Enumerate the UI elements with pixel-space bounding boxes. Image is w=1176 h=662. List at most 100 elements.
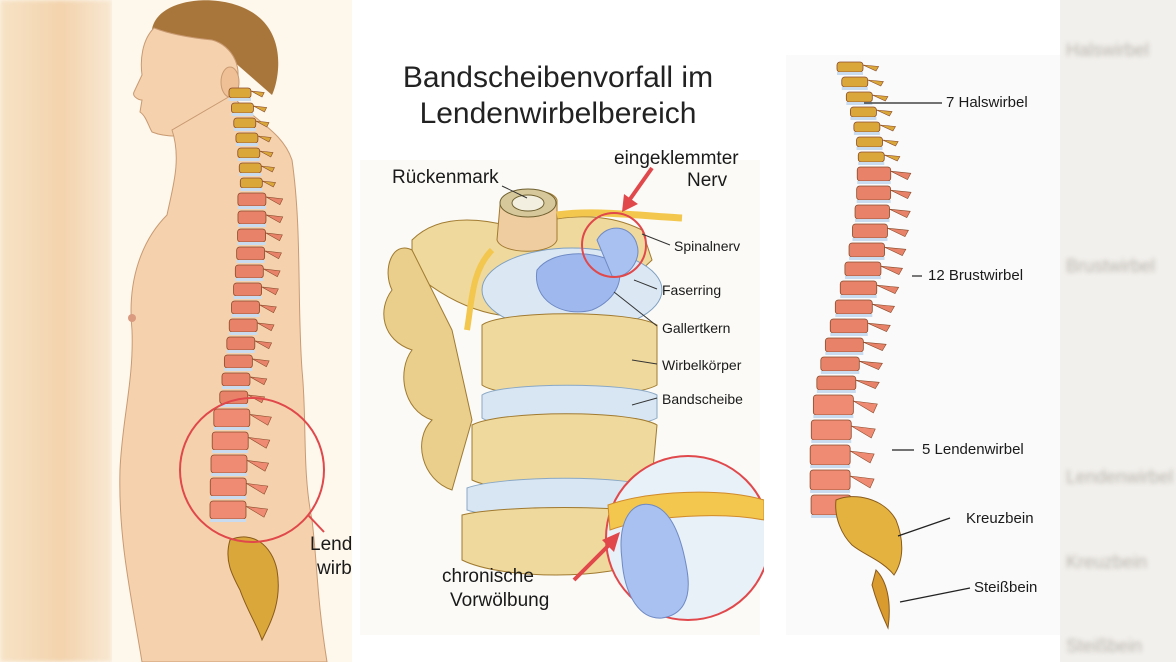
disc	[224, 368, 253, 371]
thoracic-vertebra-process	[264, 250, 282, 260]
lumbar-highlight-circle	[179, 397, 325, 543]
label-nerv: Nerv	[687, 170, 728, 191]
lumbar-vertebra	[211, 431, 249, 451]
body-profile-panel: Lenden- wirbel	[112, 0, 380, 662]
disc	[212, 450, 249, 453]
ghost-label: Lendenwirbel	[1066, 467, 1174, 487]
disc	[855, 219, 890, 222]
title-line-2: Lendenwirbelbereich	[419, 97, 697, 130]
thoracic-vertebra-process	[261, 286, 279, 296]
disc	[231, 314, 260, 317]
thoracic-vertebra-process	[880, 265, 904, 275]
disc	[853, 132, 880, 135]
disc	[210, 496, 247, 499]
cervical-vertebra-process	[884, 154, 901, 162]
thoracic-vertebra-process	[259, 304, 277, 314]
body-spine	[209, 87, 284, 522]
thoracic-vertebra	[854, 204, 890, 220]
cervical-vertebra	[237, 147, 261, 159]
lumbar-vertebra	[209, 477, 247, 497]
cervical-vertebra-process	[872, 94, 889, 102]
label-kreuzbein: Kreuzbein	[966, 510, 1034, 527]
thoracic-vertebra	[223, 354, 253, 369]
disc	[852, 238, 888, 241]
label-eingeklemmter: eingeklemmter	[614, 148, 739, 169]
lumbar-vertebra-process	[849, 475, 875, 489]
disc	[830, 333, 868, 336]
lumbar-vertebra	[809, 469, 851, 491]
disc	[841, 87, 868, 90]
thoracic-vertebra-process	[263, 268, 281, 278]
disc	[219, 404, 248, 407]
thoracic-vertebra-process	[265, 214, 284, 224]
thoracic-vertebra	[237, 210, 267, 225]
lumbar-vertebra	[210, 454, 248, 474]
ghost-label: Kreuzbein	[1066, 552, 1148, 572]
blurred-left-margin	[0, 0, 112, 662]
disc	[811, 515, 852, 518]
thoracic-vertebra	[234, 264, 264, 279]
cervical-vertebra-process	[253, 105, 268, 113]
disc	[239, 173, 262, 176]
thoracic-vertebra	[834, 299, 873, 315]
label-faserring: Faserring	[662, 282, 722, 298]
disc	[810, 465, 851, 468]
disc	[816, 390, 856, 393]
thoracic-vertebra	[852, 223, 888, 239]
cervical-vertebra	[836, 61, 864, 73]
title-line-1: Bandscheibenvorfall im	[402, 61, 714, 94]
disc	[825, 352, 864, 355]
lumbar-vertebra	[209, 500, 247, 520]
thoracic-vertebra-process	[887, 227, 909, 237]
cervical-vertebra-process	[262, 180, 276, 188]
disc	[210, 473, 247, 476]
thoracic-vertebra-process	[890, 170, 912, 180]
disc	[237, 224, 266, 227]
disc	[858, 162, 885, 165]
disc	[840, 295, 877, 298]
disc	[857, 181, 891, 184]
ghost-label: Brustwirbel	[1066, 256, 1156, 276]
thoracic-vertebra-process	[863, 341, 887, 351]
disc	[844, 276, 881, 279]
disc	[811, 440, 852, 443]
cervical-vertebra-process	[876, 109, 893, 117]
thoracic-vertebra	[236, 246, 266, 261]
thoracic-vertebra-process	[249, 376, 268, 386]
cervical-vertebra	[841, 76, 869, 88]
thoracic-vertebra-process	[254, 340, 273, 350]
thoracic-vertebra-process	[265, 232, 283, 242]
thoracic-vertebra	[237, 228, 266, 243]
disc	[820, 371, 860, 374]
disc	[221, 386, 250, 389]
disc	[237, 242, 266, 245]
disc	[835, 314, 873, 317]
label-vorwoelbung: Vorwölbung	[450, 590, 550, 611]
thoracic-vertebra-process	[889, 208, 911, 218]
cervical-vertebra	[231, 102, 254, 114]
thoracic-vertebra	[820, 356, 860, 372]
diagram-title: Bandscheibenvorfall im Lendenwirbelberei…	[352, 60, 764, 132]
disc	[813, 415, 854, 418]
cervical-vertebra-process	[259, 150, 274, 158]
cervical-vertebra	[235, 132, 259, 144]
label-bandscheibe: Bandscheibe	[662, 391, 743, 407]
disc	[235, 278, 264, 281]
thoracic-vertebra	[824, 337, 864, 353]
disc	[235, 143, 258, 146]
cervical-vertebra-process	[257, 135, 272, 143]
label-steissbein: Steißbein	[974, 579, 1038, 596]
cervical-vertebra	[228, 87, 252, 99]
disc	[850, 117, 877, 120]
lumbar-vertebra	[213, 408, 251, 428]
label-rueckenmark: Rückenmark	[392, 167, 499, 188]
label-wirbelkoerper: Wirbelkörper	[662, 357, 742, 373]
lumbar-vertebra-process	[245, 506, 269, 518]
cervical-vertebra	[238, 162, 262, 174]
thoracic-vertebra	[856, 185, 892, 201]
vertebrae-detail-illustration	[360, 160, 764, 635]
disc	[233, 128, 256, 131]
disc	[237, 206, 266, 209]
thoracic-vertebra	[844, 261, 882, 277]
disc	[233, 296, 262, 299]
